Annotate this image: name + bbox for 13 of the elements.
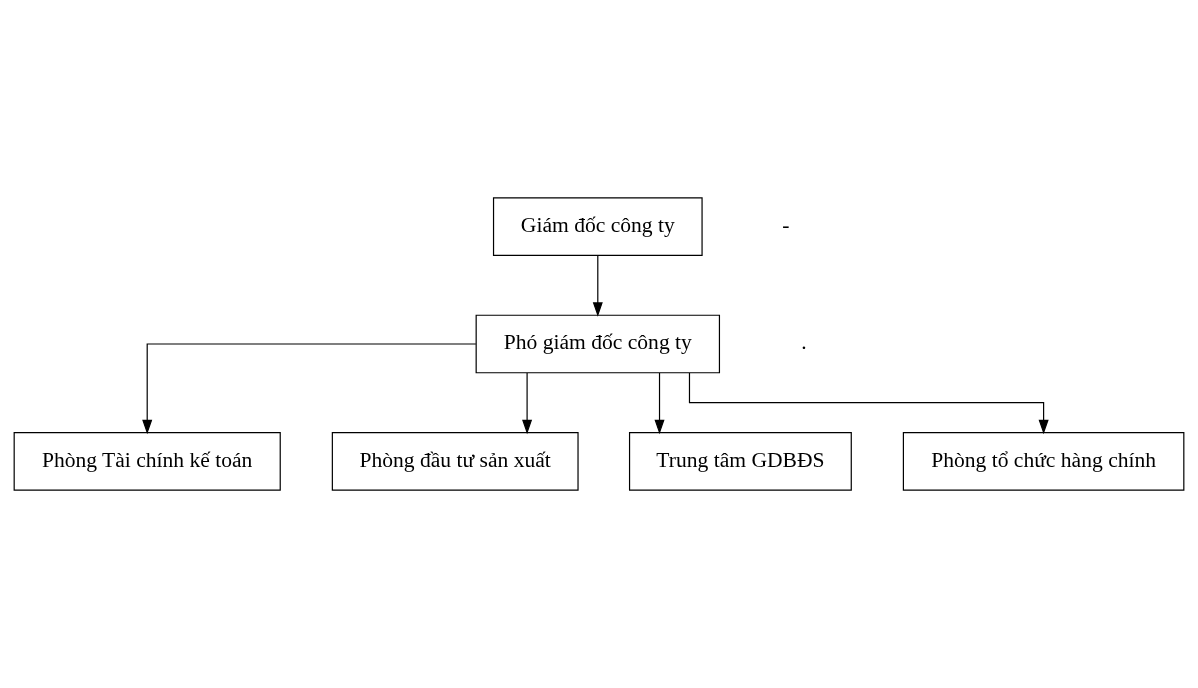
node-box: Trung tâm GDBĐS — [628, 432, 852, 491]
arrow — [654, 372, 665, 435]
node-box: Phòng Tài chính kế toán — [13, 432, 281, 491]
arrow — [592, 255, 603, 317]
arrow — [142, 343, 477, 435]
arrow — [688, 372, 1049, 435]
label: . — [801, 330, 807, 355]
arrow — [522, 372, 533, 435]
node-box: Phòng tổ chức hàng chính — [902, 432, 1185, 491]
node-box: Giám đốc công ty — [492, 197, 703, 256]
node-box: Phó giám đốc công ty — [475, 314, 721, 374]
node-box: Phòng đầu tư sản xuất — [331, 432, 579, 491]
label: - — [782, 212, 790, 237]
